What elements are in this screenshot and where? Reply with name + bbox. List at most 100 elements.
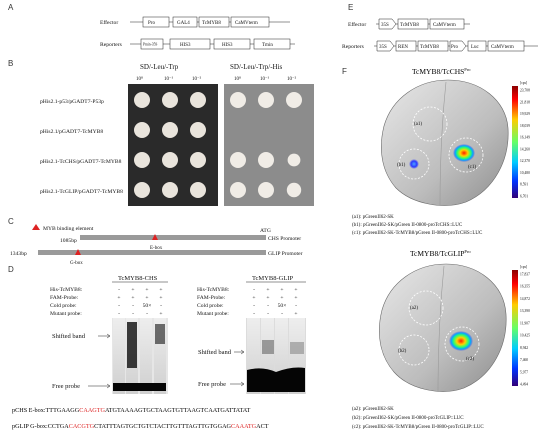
row-label: Cold probe: (50, 303, 77, 309)
colony (286, 182, 302, 198)
colony (190, 152, 206, 168)
spot-label: (c2) (466, 357, 474, 362)
luciferase-image-bottom: (a2) (b2) (c2) (370, 262, 526, 396)
effector-label-e: Effector (348, 21, 366, 28)
scale-tick: 4,494 (520, 383, 528, 388)
ebox-marker (152, 234, 158, 240)
sequence-glip: pGLIP G-box:CCTGACACGTGCTATTTAGTGCTGTCTA… (12, 423, 269, 430)
emsa-mark: - (118, 311, 120, 317)
legend-line: (b2): pGreenII62-SK/pGreen II-0800-proTc… (352, 416, 464, 421)
legend-line: (c2): pGreenII62-SK-TcMYB8/pGreen II-080… (352, 425, 484, 430)
panel-label-c: C (8, 217, 14, 226)
emsa-mark: + (117, 295, 120, 301)
seq-label: pCHS E-box: (12, 407, 46, 414)
title-text: TcMYB8/TcCHS (412, 67, 464, 76)
chs-promoter-label: CHS Promoter (268, 236, 301, 242)
seq-motif: CAAGTG (79, 407, 105, 414)
colony (134, 152, 150, 168)
emsa-title-glip: TcMYB8-GLIP (252, 275, 293, 282)
dilution-label: 10⁰ (136, 76, 143, 82)
emsa-marks-left: -+++++++--50×----+ (117, 287, 162, 317)
emsa-left-labels: His-TcMYB8: FAM-Probe: Cold probe: Mutan… (50, 287, 83, 317)
row-label: pHis2.1/pGADT7-TcMYB8 (40, 129, 103, 135)
construct-part: TcMYB8 (400, 23, 419, 28)
construct-part: TcMYB8 (202, 21, 221, 26)
emsa-right-labels: His-TcMYB8: FAM-Probe: Cold probe: Mutan… (197, 287, 230, 317)
scale-ticks-bottom: 17,83716,35514,87213,39011,90710,4258,94… (520, 273, 530, 388)
glip-promoter-bar (38, 250, 266, 255)
dilution-label: 10⁻¹ (260, 76, 270, 82)
construct-part: CaMVterm (235, 21, 258, 26)
construct-part: CaMVterm (491, 45, 514, 50)
shifted-band (127, 322, 137, 368)
sequence-chs: pCHS E-box:TTTGAAGGCAAGTGATGTAAAAGTGCTAA… (12, 407, 251, 414)
reporter-construct-e: 35S REN TcMYB8 Pro Luc CaMVterm (376, 40, 525, 52)
scale-tick: 12,370 (520, 159, 530, 164)
free-probe-label-left: Free probe (52, 383, 80, 390)
emsa-mark: + (131, 295, 134, 301)
reporters-label-e: Reporters (342, 44, 364, 50)
scale-tick: 16,355 (520, 285, 530, 290)
construct-part: HIS3 (180, 43, 191, 48)
scale-tick: 21,818 (520, 100, 530, 105)
colony (258, 152, 274, 168)
yeast-colonies (134, 92, 302, 198)
seq-label: pGLIP G-box: (12, 423, 48, 430)
infiltration-spot-a2 (408, 290, 444, 326)
gel-chs (112, 318, 168, 394)
construct-part: HIS3 (222, 43, 233, 48)
effector-label-a: Effector (100, 19, 118, 26)
panel-label-f: F (342, 67, 347, 76)
infiltration-spot-c2 (444, 326, 480, 362)
colony (258, 92, 274, 108)
emsa-mark: - (295, 303, 297, 309)
emsa-mark: + (159, 287, 162, 293)
emsa-mark: - (281, 311, 283, 317)
scale-tick: 19,929 (520, 112, 530, 117)
scale-tick: 10,425 (520, 334, 530, 339)
reporter-construct-a: Pmin-35S HIS3 HIS3 Tmin (140, 38, 291, 50)
construct-part: 35S (381, 23, 389, 28)
construct-part: GAL4 (177, 21, 190, 26)
scale-tick: 23,708 (520, 89, 530, 94)
colony (230, 152, 246, 168)
emsa-mark: - (267, 303, 269, 309)
spot-label: (c1) (468, 165, 476, 170)
emsa-mark: + (294, 295, 297, 301)
row-label: His-TcMYB8: (50, 287, 83, 293)
emsa-mark: + (294, 311, 297, 317)
emsa-mark: + (159, 295, 162, 301)
reporters-label-a: Reporters (100, 42, 122, 48)
emsa-mark: + (294, 287, 297, 293)
row-label: Mutant probe: (197, 311, 229, 317)
emsa-mark: + (131, 287, 134, 293)
colony (190, 122, 206, 138)
emsa-mark: 50× (278, 303, 287, 309)
glip-length: 1343bp (10, 251, 27, 257)
row-label: pHis2.1-TcGLIP/pGADT7-TcMYB8 (40, 189, 123, 195)
image-title-bottom: TcMYB8/TcGLIPPro (410, 249, 471, 258)
scale-tick: 13,390 (520, 309, 530, 314)
colony (286, 92, 302, 108)
scale-tick: 14,260 (520, 147, 530, 152)
construct-part: TcMYB8 (420, 45, 439, 50)
seq-motif: CAAATG (231, 423, 257, 430)
construct-part: CaMVterm (433, 23, 456, 28)
spot-label: (b2) (398, 349, 407, 354)
shifted-band (155, 324, 165, 344)
title-sup: Pro (464, 249, 471, 254)
dilution-label: 10⁻² (287, 76, 297, 82)
panel-label-e: E (348, 3, 353, 12)
colony (134, 182, 150, 198)
emsa-mark: - (253, 311, 255, 317)
emsa-mark: - (146, 311, 148, 317)
panel-label-d: D (8, 265, 14, 274)
free-probe-band (113, 383, 166, 391)
construct-part: Luc (471, 45, 480, 50)
emsa-mark: - (118, 303, 120, 309)
scale-ticks-top: 23,70821,81819,92918,03916,14914,26012,3… (520, 89, 530, 200)
title-text: TcMYB8/TcGLIP (410, 249, 464, 258)
seq-part: CCTGA (48, 423, 70, 430)
emsa-mark: - (160, 303, 162, 309)
scale-tick: 17,837 (520, 273, 530, 278)
